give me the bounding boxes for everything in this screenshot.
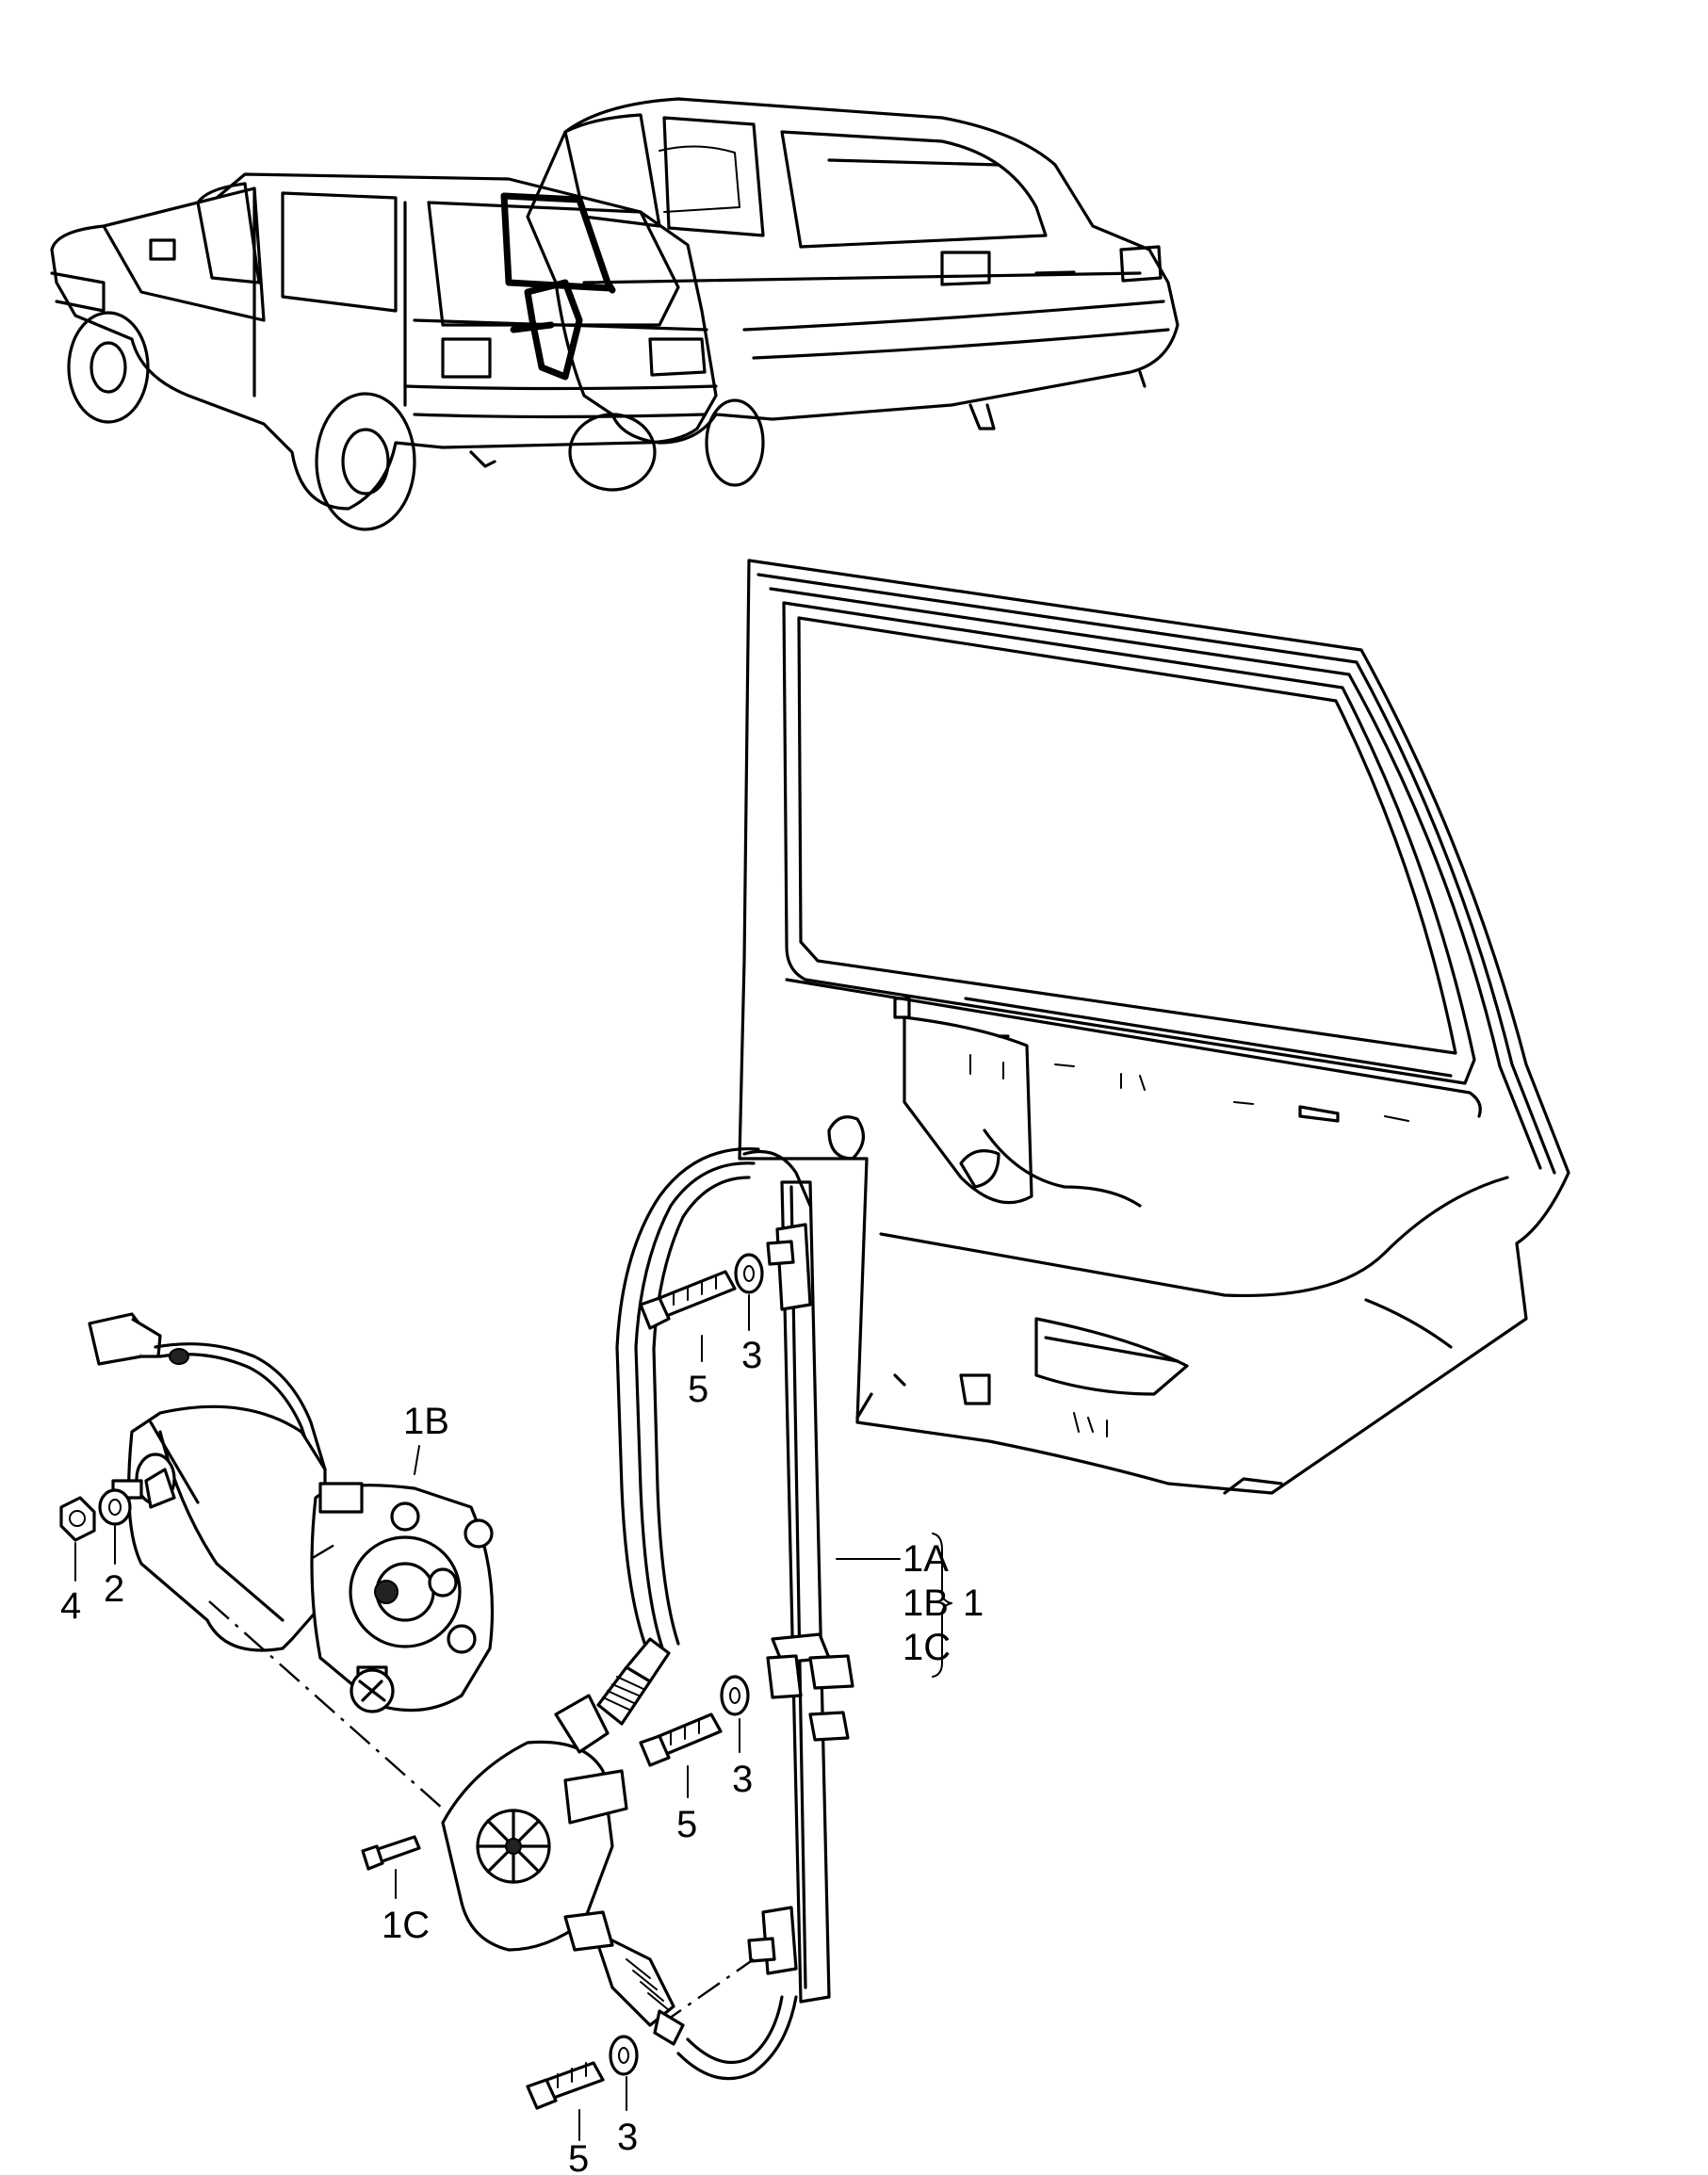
bolt-5-mid (639, 1712, 723, 1767)
washer-3-mid (720, 1675, 750, 1716)
sedan-illustration (526, 97, 1179, 487)
nut-4 (59, 1496, 96, 1542)
highlighted-rear-door (500, 192, 616, 381)
callout-2: 2 (104, 1568, 124, 1610)
callout-5-bottom: 5 (568, 2138, 589, 2175)
motor-alignment-line-2 (310, 1543, 335, 1561)
washer-3-bottom (609, 2035, 639, 2076)
callout-1b-top: 1B (403, 1401, 449, 1442)
callout-1: 1 (963, 1583, 984, 1624)
callout-1b: 1B (903, 1583, 949, 1624)
callout-1c-bottom: 1C (382, 1905, 430, 1946)
callout-4: 4 (60, 1585, 81, 1627)
leader-lines (74, 1294, 952, 2141)
callout-1a: 1A (903, 1538, 949, 1580)
callout-labels: 1B 4 2 5 3 1A 1B 1C 1 5 3 1C 5 3 (60, 1335, 984, 2175)
bolt-5-bottom (526, 2061, 605, 2110)
callout-1c: 1C (903, 1627, 951, 1668)
callout-3-mid: 3 (732, 1759, 753, 1800)
washer-3-top (734, 1253, 764, 1294)
window-regulator-assembly (615, 1146, 854, 2081)
vehicle-overview-illustration (50, 97, 1179, 531)
callout-5-top: 5 (688, 1369, 708, 1410)
rear-door-shell (738, 559, 1570, 1495)
bolt-5-top (639, 1270, 737, 1330)
callout-3-bottom: 3 (617, 2117, 638, 2158)
callout-3-top: 3 (741, 1335, 762, 1376)
hatchback-illustration (50, 172, 718, 531)
washer-2 (98, 1488, 132, 1526)
regulator-gearbox (441, 1637, 685, 2046)
screw-1c (361, 1835, 421, 1871)
hardware-parts (59, 1253, 764, 2110)
cable-alignment-line (659, 1958, 755, 2026)
window-motor (88, 1312, 495, 1713)
motor-alignment-line (208, 1600, 444, 1810)
callout-5-mid: 5 (676, 1804, 697, 1845)
